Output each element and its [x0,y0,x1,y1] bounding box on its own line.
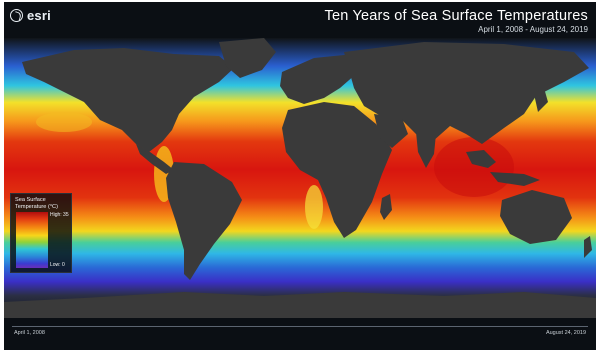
warm-pool-west-pacific [434,137,514,197]
island-madagascar [380,194,392,220]
continent-greenland [219,38,276,78]
timeline-track[interactable] [12,326,588,327]
continent-africa [282,102,392,238]
map-title: Ten Years of Sea Surface Temperatures [324,8,588,24]
legend-title: Sea Surface Temperature (°C) [15,197,58,210]
esri-logo: esri [10,8,51,23]
continent-europe [280,54,356,104]
map-frame: esri Ten Years of Sea Surface Temperatur… [4,2,596,350]
continent-australia [500,190,572,244]
upwelling-benguela [305,185,323,229]
islands-new-zealand [584,236,592,258]
continents [4,38,596,318]
peninsula-india [416,132,436,168]
continent-central-america [136,144,174,174]
legend-low-label: Low: 0 [50,262,65,268]
upwelling-california [36,112,92,132]
timeline-end-label: August 24, 2019 [545,330,586,336]
islands-japan [534,88,548,112]
legend-color-ramp [16,212,48,268]
map-date-range: April 1, 2008 - August 24, 2019 [478,25,588,34]
legend-high-label: High: 35 [50,212,69,218]
timeline-bar[interactable]: April 1, 2008 August 24, 2019 [4,318,596,350]
islands-indonesia [490,172,540,186]
sea-surface-temperature-map [4,38,596,318]
map-title-block: Ten Years of Sea Surface Temperatures Ap… [325,8,588,35]
continent-north-america [22,48,234,152]
temperature-legend: Sea Surface Temperature (°C) High: 35 Lo… [10,193,72,273]
timeline-start-label: April 1, 2008 [14,330,45,336]
peninsula-arabia [374,114,408,148]
esri-globe-icon [10,9,23,22]
continent-asia [344,42,589,144]
logo-text: esri [27,8,51,23]
continent-south-america [166,162,242,280]
continent-antarctica [4,292,596,318]
islands-southeast-asia [466,150,496,168]
